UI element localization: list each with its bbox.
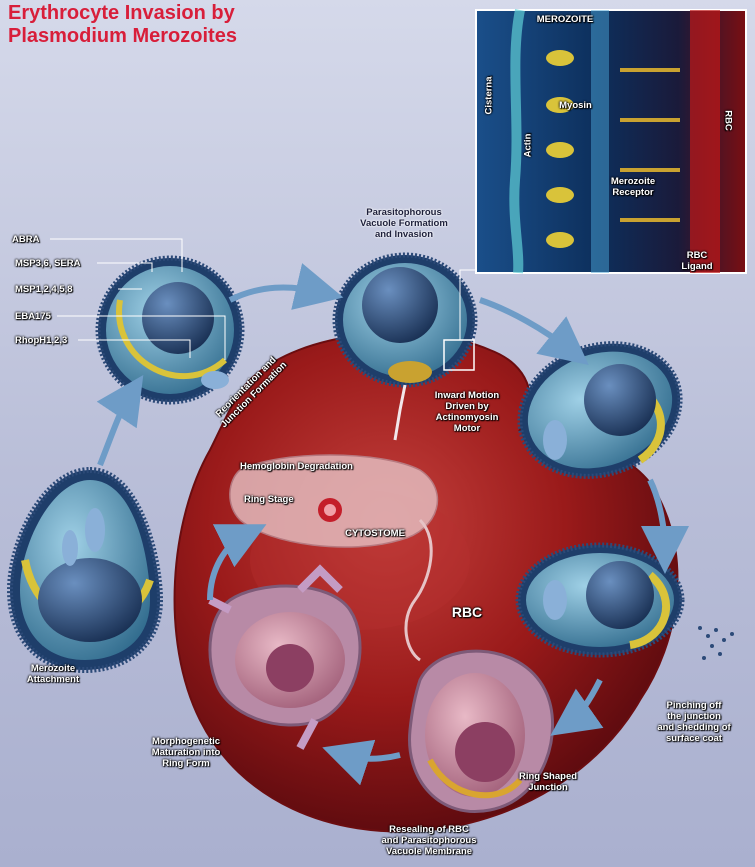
vacuole-formation-cell (332, 252, 478, 441)
inset-actin-label: Actin (522, 133, 534, 158)
shed-surface-coat (698, 626, 734, 660)
stage-hemoglobin-label: Hemoglobin Degradation (240, 461, 353, 472)
stage-ring-junction-label: Ring Shaped Junction (518, 771, 578, 793)
inset-myosin-label: Myosin (559, 100, 592, 111)
stage-ring-stage-label: Ring Stage (244, 494, 294, 505)
stage-inward-motion-label: Inward Motion Driven by Actinomyosin Mot… (434, 390, 500, 434)
inset-cisterna-label: Cisterna (483, 76, 495, 115)
protein-label-rhoph: RhopH1,2,3 (15, 335, 68, 346)
inset-rbc-ligand-label: RBC Ligand (681, 250, 713, 272)
diagram-title: Erythrocyte Invasion by Plasmodium Meroz… (8, 2, 428, 48)
protein-label-eba175: EBA175 (15, 311, 51, 322)
rbc-center-label: RBC (451, 604, 483, 620)
title-line-1: Erythrocyte Invasion by (8, 2, 235, 24)
title-line-2: Plasmodium Merozoites (8, 25, 237, 47)
stage-attachment-label: Merozoite Attachment (26, 663, 80, 685)
morphogenetic-cell (208, 564, 362, 750)
protein-label-msp1: MSP1,2,4,5,8 (15, 284, 73, 295)
cycle-arrows (96, 263, 689, 786)
protein-leader-lines (50, 238, 226, 360)
stage-resealing-label: Resealing of RBC and Parasitophorous Vac… (381, 824, 477, 857)
zoom-region-box (443, 339, 475, 371)
stage-pinching-label: Pinching off the junction and shedding o… (657, 700, 731, 744)
inset-rbc-label: RBC (722, 110, 734, 131)
inset-merozoite-receptor-label: Merozoite Receptor (610, 176, 656, 198)
reorientation-cell (95, 255, 245, 405)
inset-panel (475, 9, 747, 274)
inward-motion-cell (517, 341, 683, 479)
stage-morphogenetic-label: Morphogenetic Maturation into Ring Form (151, 736, 221, 769)
ring-stage-parasite (229, 454, 439, 662)
merozoite-attachment-cell (6, 466, 164, 674)
zoom-connector (459, 269, 476, 340)
ring-junction-cell (408, 649, 554, 813)
protein-label-msp36: MSP3,6, SERA (15, 258, 81, 269)
stage-cytostome-label: CYTOSTOME (345, 528, 405, 539)
stage-parasitophorous-label: Parasitophorous Vacuole Formatiom and In… (360, 207, 448, 240)
protein-label-abra: ABRA (12, 234, 40, 245)
pinching-cell (515, 542, 685, 658)
inset-merozoite-label: MEROZOITE (536, 14, 594, 25)
